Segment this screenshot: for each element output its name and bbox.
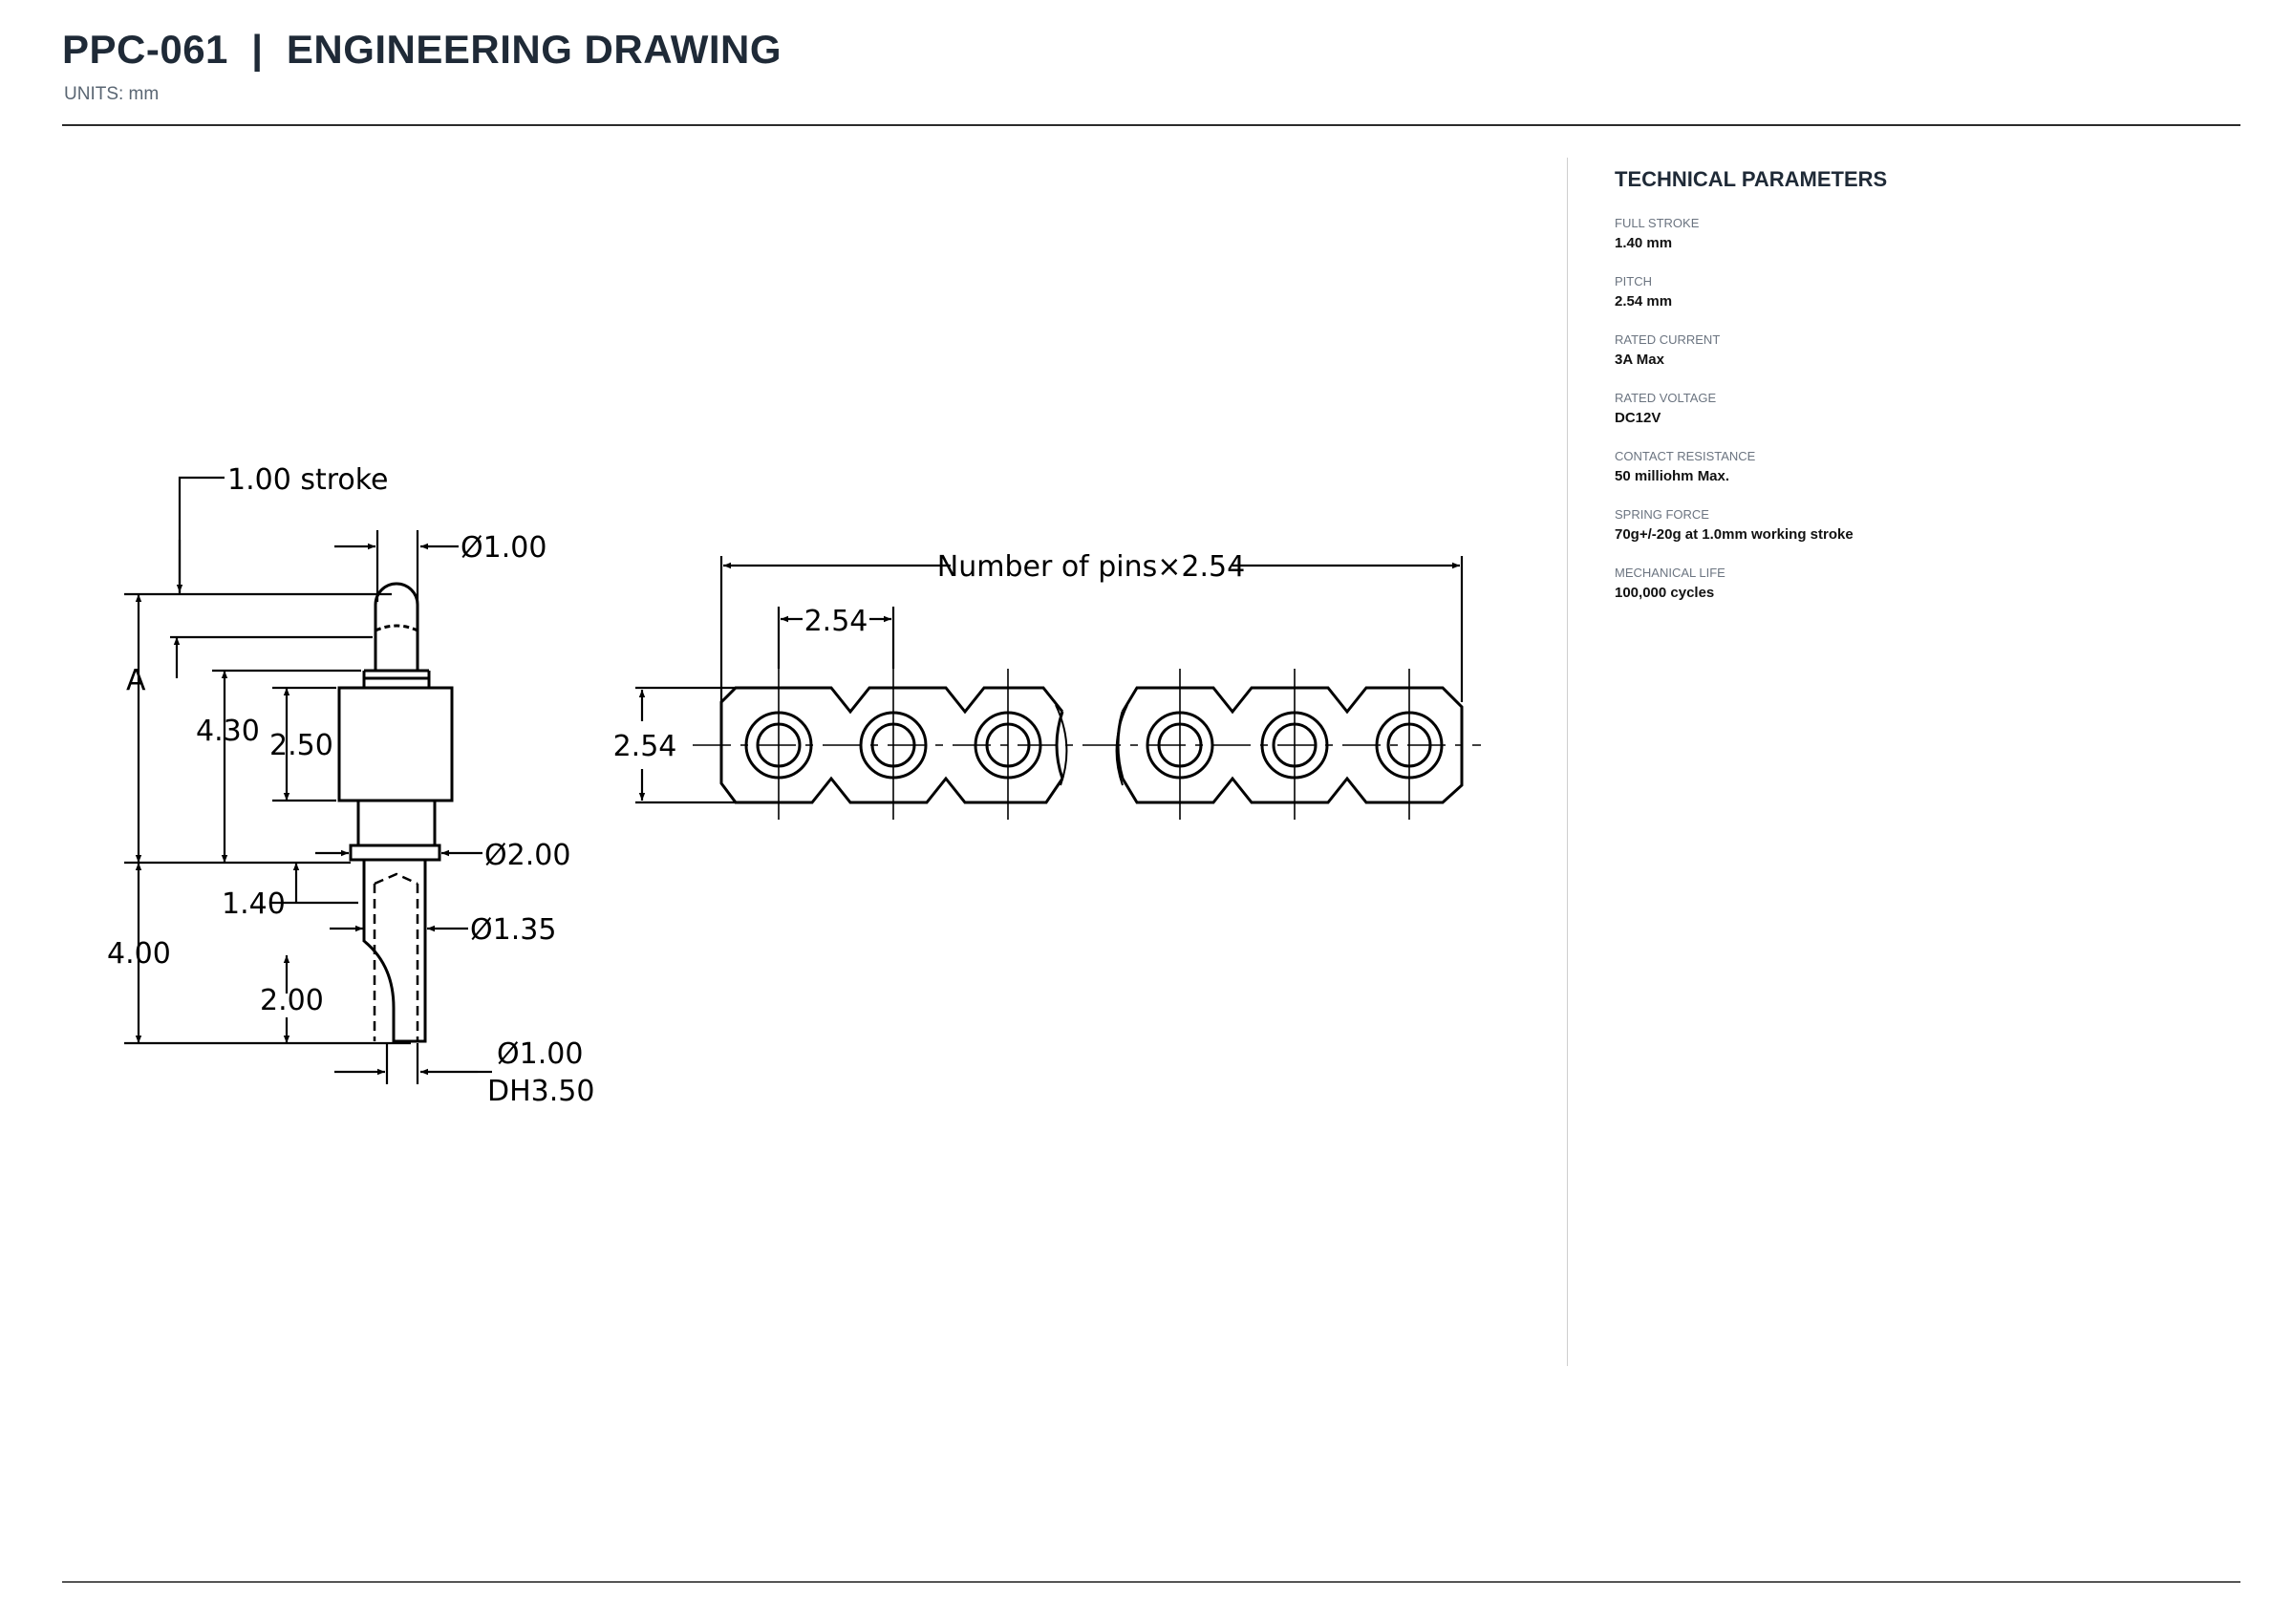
pin-tip bbox=[374, 582, 419, 616]
param-mechanical-life: MECHANICAL LIFE 100,000 cycles bbox=[1615, 566, 2207, 601]
param-label: FULL STROKE bbox=[1615, 216, 1700, 230]
tail-diameter-label: Ø1.35 bbox=[470, 913, 556, 947]
stroke-label: 1.00 stroke bbox=[227, 463, 389, 497]
pin-tail bbox=[362, 860, 427, 1043]
engineering-drawing: 1.00 stroke Ø1.00 A 4.30 2.50 Ø2.00 1.40… bbox=[107, 463, 1481, 1108]
pin-flange bbox=[349, 844, 441, 862]
footer-divider bbox=[62, 1581, 2240, 1583]
side-view bbox=[124, 476, 492, 1084]
tip-diameter-label: Ø1.00 bbox=[461, 531, 546, 565]
param-value: 1.40 mm bbox=[1615, 235, 1673, 251]
hole-diameter-label: Ø1.00 bbox=[497, 1037, 583, 1071]
param-label: PITCH bbox=[1615, 274, 1652, 288]
dimension-4-30-label: 4.30 bbox=[196, 715, 260, 748]
units-label: UNITS: mm bbox=[64, 84, 160, 104]
dimension-1-40-label: 1.40 bbox=[222, 887, 286, 921]
hole-depth-label: DH3.50 bbox=[487, 1075, 594, 1108]
param-value: 50 milliohm Max. bbox=[1615, 468, 1730, 484]
technical-parameters-panel: TECHNICAL PARAMETERS FULL STROKE 1.40 mm… bbox=[1615, 167, 2207, 624]
param-value: 2.54 mm bbox=[1615, 293, 1673, 310]
param-spring-force: SPRING FORCE 70g+/-20g at 1.0mm working … bbox=[1615, 507, 2207, 543]
dimension-2-00-label: 2.00 bbox=[260, 984, 324, 1017]
parameters-heading: TECHNICAL PARAMETERS bbox=[1615, 167, 1888, 191]
strip-view bbox=[635, 556, 1481, 820]
panel-divider bbox=[1567, 158, 1568, 1366]
strip-pitch-label: 2.54 bbox=[804, 605, 868, 638]
param-contact-resistance: CONTACT RESISTANCE 50 milliohm Max. bbox=[1615, 449, 2207, 484]
dimension-4-00-label: 4.00 bbox=[107, 937, 171, 971]
param-full-stroke: FULL STROKE 1.40 mm bbox=[1615, 216, 2207, 251]
param-value: 70g+/-20g at 1.0mm working stroke bbox=[1615, 526, 1854, 543]
param-label: MECHANICAL LIFE bbox=[1615, 566, 1725, 580]
header-divider bbox=[62, 124, 2240, 126]
param-rated-voltage: RATED VOLTAGE DC12V bbox=[1615, 391, 2207, 426]
param-value: DC12V bbox=[1615, 410, 1661, 426]
param-pitch: PITCH 2.54 mm bbox=[1615, 274, 2207, 310]
strip-outline-right bbox=[1121, 686, 1464, 804]
strip-overall-label: Number of pins×2.54 bbox=[937, 550, 1245, 584]
dimension-a-label: A bbox=[126, 664, 146, 697]
param-value: 3A Max bbox=[1615, 352, 1664, 368]
page-title: PPC-061 | ENGINEERING DRAWING bbox=[62, 27, 782, 72]
param-rated-current: RATED CURRENT 3A Max bbox=[1615, 332, 2207, 368]
param-value: 100,000 cycles bbox=[1615, 585, 1715, 601]
pin-barrel bbox=[337, 686, 454, 802]
dimension-2-50-label: 2.50 bbox=[269, 729, 333, 762]
param-label: RATED VOLTAGE bbox=[1615, 391, 1717, 405]
param-label: SPRING FORCE bbox=[1615, 507, 1709, 522]
flange-diameter-label: Ø2.00 bbox=[484, 839, 570, 872]
param-label: RATED CURRENT bbox=[1615, 332, 1721, 347]
param-label: CONTACT RESISTANCE bbox=[1615, 449, 1756, 463]
strip-height-label: 2.54 bbox=[613, 730, 677, 763]
